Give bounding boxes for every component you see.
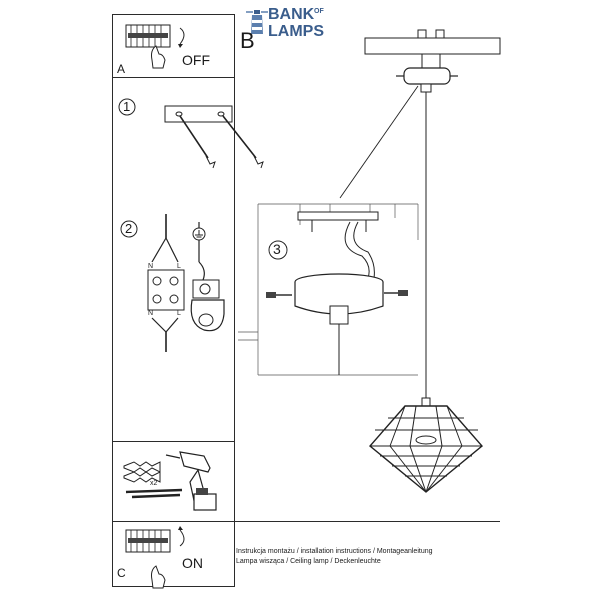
wire-live-bottom: L [177,310,181,317]
wire-live-top: L [177,263,181,270]
step-3-number: 3 [273,241,281,257]
off-label: OFF [182,52,210,68]
logo-lamps: LAMPS [268,23,324,40]
wire-neutral-bottom: N [148,310,154,317]
step-2-number: 2 [125,221,133,236]
panel-a-label: A [117,62,126,76]
anchor-count: x2 [150,480,158,487]
logo-bank: BANK [268,6,315,23]
on-label: ON [182,555,203,571]
main-frame [234,14,500,587]
footer-product-line: Lampa wisząca / Ceiling lamp / Deckenleu… [236,558,381,565]
panel-c-label: C [117,566,126,580]
lighthouse-logo-icon [246,10,268,34]
logo-of: OF [314,8,324,15]
brand-logo: BANK OF LAMPS [246,6,356,42]
footer-instructions-line: Instrukcja montażu / installation instru… [236,548,433,555]
wire-neutral-top: N [148,263,154,270]
footer-frame [234,521,500,587]
panel-b-label: B [240,28,255,53]
step-1-number: 1 [123,99,131,114]
